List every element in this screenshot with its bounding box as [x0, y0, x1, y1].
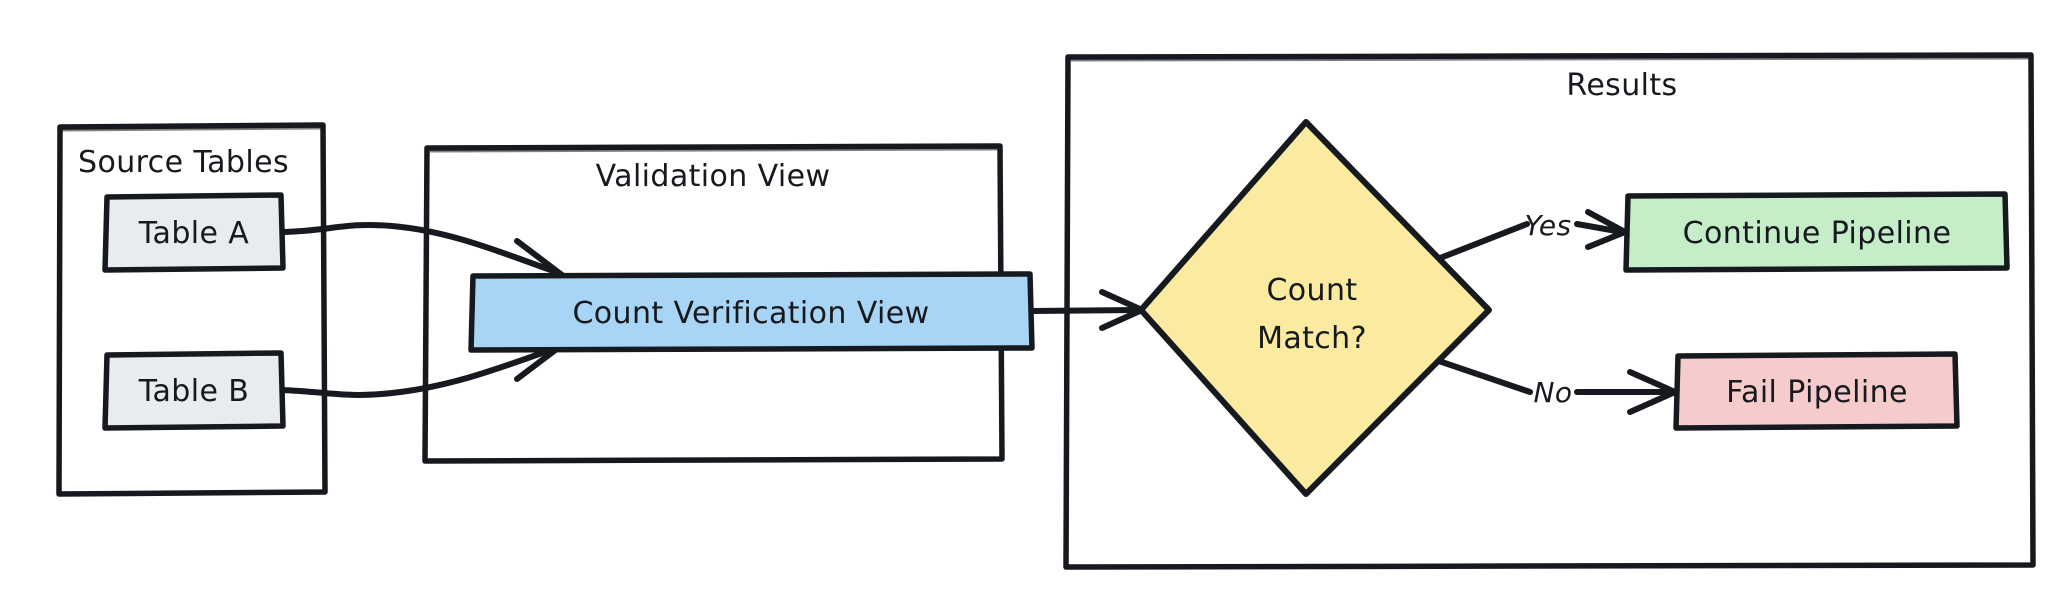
- fail-pipeline-shape: [1673, 351, 1960, 431]
- count-match-label-line2: Match?: [1257, 321, 1367, 356]
- source-tables-border: [56, 122, 328, 497]
- table-b-shape: [102, 350, 286, 431]
- node-count-verification-view[interactable]: Count Verification View: [468, 271, 1035, 353]
- count-match-label-line1: Count: [1266, 273, 1357, 308]
- validation-view-border-sketch: [429, 147, 999, 153]
- node-fail-pipeline[interactable]: Fail Pipeline: [1673, 351, 1960, 431]
- table-a-shape: [102, 192, 286, 273]
- fail-pipeline-label: Fail Pipeline: [1726, 375, 1908, 410]
- results-title: Results: [1566, 68, 1677, 103]
- continue-pipeline-label: Continue Pipeline: [1683, 216, 1952, 251]
- node-table-b[interactable]: Table B: [102, 350, 286, 431]
- source-tables-border-sketch: [61, 126, 322, 132]
- table-b-label: Table B: [138, 374, 250, 409]
- node-table-a[interactable]: Table A: [102, 192, 286, 273]
- table-a-label: Table A: [138, 216, 250, 251]
- results-border-sketch: [1070, 56, 2030, 62]
- continue-pipeline-shape: [1623, 191, 2010, 273]
- source-tables-title: Source Tables: [78, 145, 289, 180]
- count-verification-view-label: Count Verification View: [572, 296, 929, 331]
- edge-b-line: [279, 345, 559, 398]
- validation-view-title: Validation View: [596, 159, 831, 194]
- count-match-shape: [1138, 119, 1492, 497]
- group-source-tables[interactable]: Source Tables: [56, 122, 328, 497]
- edge-view-line: [1029, 307, 1141, 314]
- edge-yes-line-tail: [1574, 221, 1625, 235]
- edge-yes-line: [1427, 221, 1530, 265]
- edge-count-match-to-fail-pipeline: No: [1427, 355, 1678, 415]
- node-continue-pipeline[interactable]: Continue Pipeline: [1623, 191, 2010, 273]
- edge-no-line: [1427, 355, 1533, 395]
- edge-yes-label: Yes: [1524, 209, 1571, 242]
- count-verification-view-shape: [468, 271, 1035, 353]
- edge-no-label: No: [1534, 376, 1573, 409]
- edge-a-line: [279, 221, 559, 275]
- node-count-match[interactable]: Count Match?: [1138, 119, 1492, 497]
